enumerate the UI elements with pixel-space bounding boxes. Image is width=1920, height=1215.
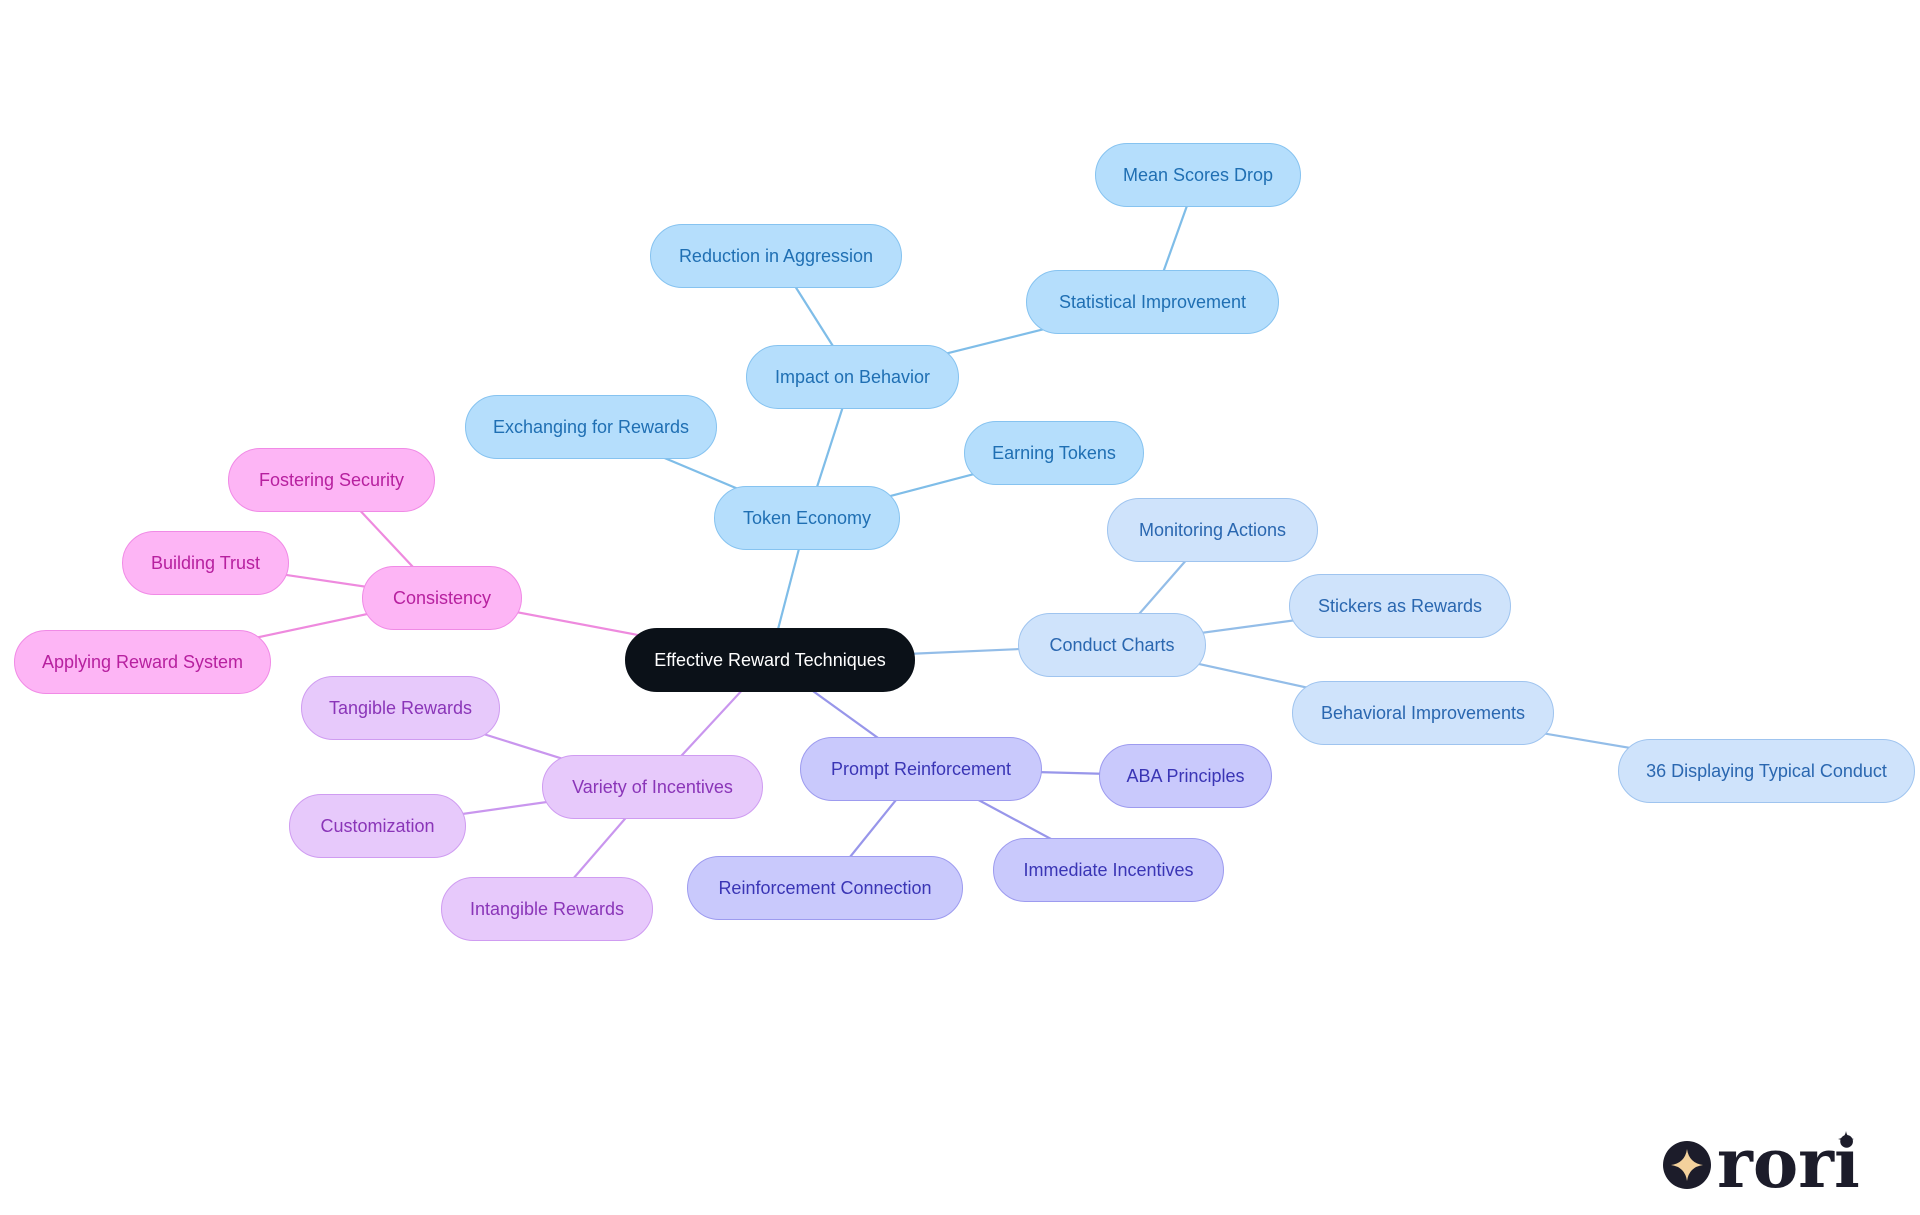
svg-text:rori: rori <box>1717 1125 1860 1195</box>
node-displaying-typical-conduct: 36 Displaying Typical Conduct <box>1618 739 1915 803</box>
node-fostering-security: Fostering Security <box>228 448 435 512</box>
node-aba-principles: ABA Principles <box>1099 744 1272 808</box>
node-customization: Customization <box>289 794 466 858</box>
node-exchanging-for-rewards: Exchanging for Rewards <box>465 395 717 459</box>
node-variety-of-incentives: Variety of Incentives <box>542 755 763 819</box>
node-impact-on-behavior: Impact on Behavior <box>746 345 959 409</box>
node-token-economy: Token Economy <box>714 486 900 550</box>
node-applying-reward-system: Applying Reward System <box>14 630 271 694</box>
node-building-trust: Building Trust <box>122 531 289 595</box>
node-consistency: Consistency <box>362 566 522 630</box>
rori-logo: rori <box>1663 1125 1860 1195</box>
node-behavioral-improvements: Behavioral Improvements <box>1292 681 1554 745</box>
node-intangible-rewards: Intangible Rewards <box>441 877 653 941</box>
node-stickers-as-rewards: Stickers as Rewards <box>1289 574 1511 638</box>
node-earning-tokens: Earning Tokens <box>964 421 1144 485</box>
node-prompt-reinforcement: Prompt Reinforcement <box>800 737 1042 801</box>
node-statistical-improvement: Statistical Improvement <box>1026 270 1279 334</box>
root-node: Effective Reward Techniques <box>625 628 915 692</box>
node-mean-scores-drop: Mean Scores Drop <box>1095 143 1301 207</box>
node-conduct-charts: Conduct Charts <box>1018 613 1206 677</box>
node-tangible-rewards: Tangible Rewards <box>301 676 500 740</box>
node-reinforcement-connection: Reinforcement Connection <box>687 856 963 920</box>
node-monitoring-actions: Monitoring Actions <box>1107 498 1318 562</box>
sparkle-circle-icon <box>1663 1141 1711 1189</box>
node-immediate-incentives: Immediate Incentives <box>993 838 1224 902</box>
node-reduction-in-aggression: Reduction in Aggression <box>650 224 902 288</box>
